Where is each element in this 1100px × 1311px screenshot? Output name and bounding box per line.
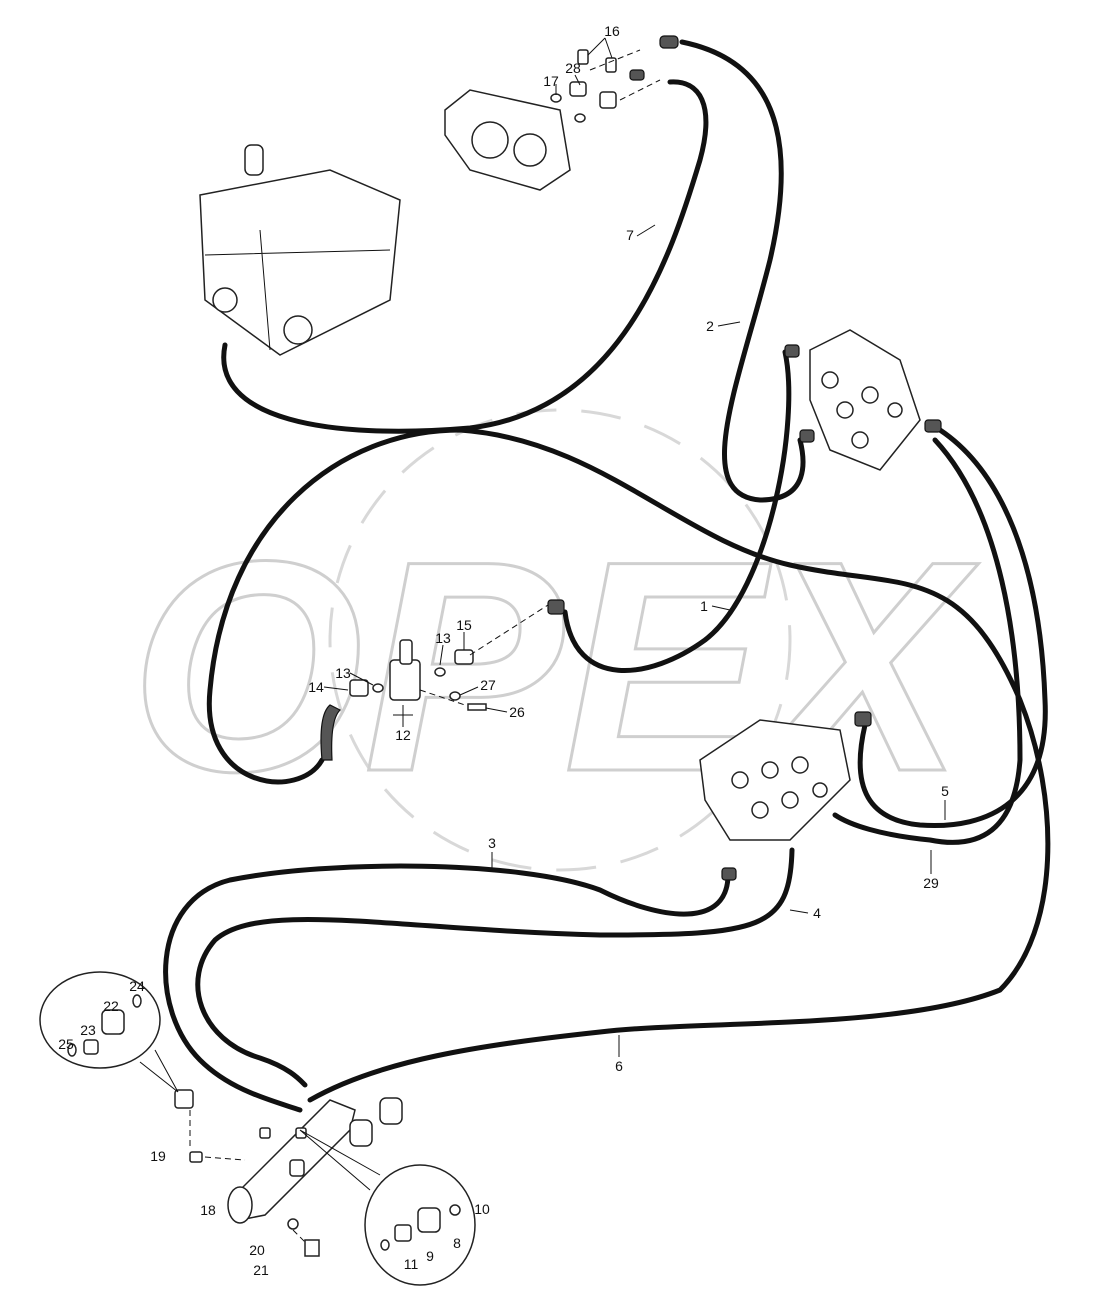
callout-18: 18 (200, 1202, 216, 1218)
callout-16: 16 (604, 23, 620, 39)
hose-5 (857, 427, 1048, 829)
callout-3: 3 (488, 835, 496, 851)
callout-13: 13 (435, 630, 451, 646)
hose-6 (832, 437, 1023, 845)
control-valve-upper (784, 329, 942, 471)
hose-3 (163, 863, 731, 1113)
selector-valve-12 (320, 599, 565, 761)
callout-20: 20 (249, 1242, 265, 1258)
callout-25: 25 (58, 1036, 74, 1052)
callout-22: 22 (103, 998, 119, 1014)
callout-5: 5 (941, 783, 949, 799)
watermark-logo: OPEX (129, 408, 981, 872)
callout-6: 6 (615, 1058, 623, 1074)
watermark-text: OPEX (130, 498, 979, 834)
callout-21: 21 (253, 1262, 269, 1278)
callout-13: 13 (335, 665, 351, 681)
manifold-18 (174, 1089, 403, 1257)
callout-29: 29 (923, 875, 939, 891)
callout-11: 11 (404, 1256, 419, 1272)
hose-main-loop (206, 427, 1051, 1103)
hose-4 (195, 847, 795, 1088)
hydraulic-pump (444, 35, 679, 191)
callout-1: 1 (700, 598, 708, 614)
callout-27: 27 (480, 677, 496, 693)
callout-labels: 1628177211513132714261252934624222325191… (58, 23, 949, 1278)
callout-23: 23 (80, 1022, 96, 1038)
callout-leaders (323, 37, 946, 1057)
hoses (163, 39, 1051, 1113)
callout-7: 7 (626, 227, 634, 243)
control-valve-lower (699, 711, 872, 881)
callout-28: 28 (565, 60, 581, 76)
callout-26: 26 (509, 704, 525, 720)
callout-24: 24 (129, 978, 145, 994)
callout-10: 10 (474, 1201, 490, 1217)
callout-2: 2 (706, 318, 714, 334)
callout-14: 14 (308, 679, 324, 695)
detail-circle-upper (39, 971, 179, 1093)
tank-assembly (199, 144, 401, 356)
callout-17: 17 (543, 73, 559, 89)
hose-7 (221, 79, 709, 434)
hose-2 (679, 39, 806, 503)
callout-19: 19 (150, 1148, 166, 1164)
callout-4: 4 (813, 905, 821, 921)
callout-15: 15 (456, 617, 472, 633)
callout-8: 8 (453, 1235, 461, 1251)
hose-1 (562, 349, 792, 674)
callout-12: 12 (395, 727, 411, 743)
detail-circle-lower (299, 1129, 476, 1286)
callout-9: 9 (426, 1248, 434, 1264)
